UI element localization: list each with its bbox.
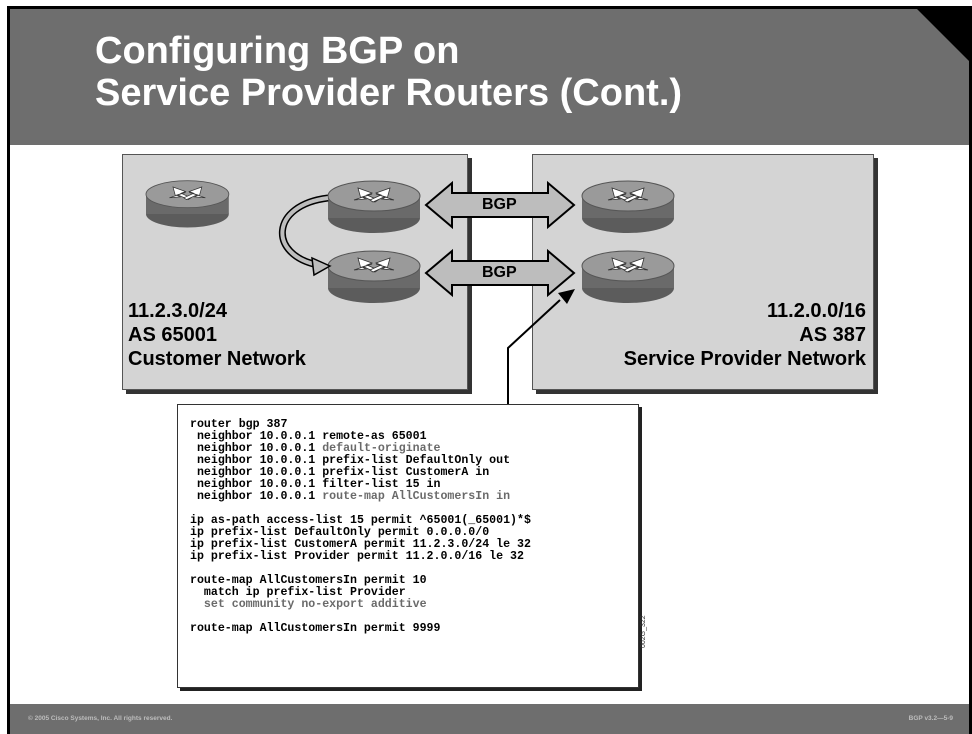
- router-customer-lower-icon: [327, 250, 421, 304]
- config-line-text: neighbor 10.0.0.1: [190, 442, 323, 455]
- footer-bar: © 2005 Cisco Systems, Inc. All rights re…: [10, 704, 969, 734]
- slide-border-right: [969, 6, 972, 734]
- config-line-text: neighbor 10.0.0.1 prefix-list CustomerA …: [190, 466, 490, 479]
- config-line: route-map AllCustomersIn permit 9999: [190, 623, 531, 635]
- config-code: router bgp 387 neighbor 10.0.0.1 remote-…: [190, 419, 531, 635]
- config-line-highlight: route-map AllCustomersIn in: [322, 490, 511, 503]
- title-corner-decoration: [917, 9, 969, 61]
- config-line: neighbor 10.0.0.1 filter-list 15 in: [190, 479, 531, 491]
- slide-border-left: [7, 6, 10, 734]
- bgp-upper-label: BGP: [482, 196, 517, 213]
- router-customer-upper-icon: [327, 180, 421, 234]
- bgp-upper-arrow: [424, 180, 576, 230]
- config-line-text: ip prefix-list DefaultOnly permit 0.0.0.…: [190, 526, 490, 539]
- customer-network-name: Customer Network: [128, 348, 306, 370]
- bgp-lower-label: BGP: [482, 264, 517, 281]
- config-line: set community no-export additive: [190, 599, 531, 611]
- config-line-highlight: default-originate: [322, 442, 441, 455]
- figure-id: 002G_322: [640, 615, 647, 648]
- config-line: ip prefix-list Provider permit 11.2.0.0/…: [190, 551, 531, 563]
- config-line: neighbor 10.0.0.1 prefix-list DefaultOnl…: [190, 455, 531, 467]
- config-line: route-map AllCustomersIn permit 10: [190, 575, 531, 587]
- customer-as: AS 65001: [128, 324, 217, 346]
- config-line-text: neighbor 10.0.0.1 prefix-list DefaultOnl…: [190, 454, 511, 467]
- config-line-text: set community no-export additive: [190, 598, 427, 611]
- config-line: neighbor 10.0.0.1 prefix-list CustomerA …: [190, 467, 531, 479]
- customer-prefix: 11.2.3.0/24: [128, 300, 227, 322]
- config-line: neighbor 10.0.0.1 remote-as 65001: [190, 431, 531, 443]
- config-line-text: route-map AllCustomersIn permit 10: [190, 574, 427, 587]
- config-line-text: route-map AllCustomersIn permit 9999: [190, 622, 441, 635]
- router-provider-lower-icon: [581, 250, 675, 304]
- provider-network-name: Service Provider Network: [623, 348, 866, 370]
- provider-as: AS 387: [799, 324, 866, 346]
- slide-title-line-2: Service Provider Routers (Cont.): [95, 72, 683, 114]
- footer-copyright: © 2005 Cisco Systems, Inc. All rights re…: [28, 715, 173, 722]
- provider-prefix: 11.2.0.0/16: [767, 300, 866, 322]
- config-line: ip as-path access-list 15 permit ^65001(…: [190, 515, 531, 527]
- customer-internal-curved-arrow: [278, 194, 329, 269]
- config-line: router bgp 387: [190, 419, 531, 431]
- config-box: router bgp 387 neighbor 10.0.0.1 remote-…: [177, 404, 639, 688]
- config-line: match ip prefix-list Provider: [190, 587, 531, 599]
- router-customer-isolated-icon: [145, 180, 230, 228]
- slide-border-top: [7, 6, 972, 9]
- config-line: ip prefix-list DefaultOnly permit 0.0.0.…: [190, 527, 531, 539]
- bgp-lower-arrow: [424, 248, 576, 298]
- config-line-text: ip prefix-list Provider permit 11.2.0.0/…: [190, 550, 524, 563]
- router-provider-upper-icon: [581, 180, 675, 234]
- config-line-text: match ip prefix-list Provider: [190, 586, 406, 599]
- slide-title: Configuring BGP on Service Provider Rout…: [95, 30, 682, 114]
- config-line-text: neighbor 10.0.0.1 remote-as 65001: [190, 430, 427, 443]
- config-line-text: ip as-path access-list 15 permit ^65001(…: [190, 514, 531, 527]
- footer-course: BGP v3.2—5-9: [908, 715, 953, 722]
- config-line-text: router bgp 387: [190, 418, 288, 431]
- config-line: neighbor 10.0.0.1 route-map AllCustomers…: [190, 491, 531, 503]
- config-line-text: neighbor 10.0.0.1 filter-list 15 in: [190, 478, 441, 491]
- config-line-text: ip prefix-list CustomerA permit 11.2.3.0…: [190, 538, 531, 551]
- config-pointer-line: [507, 299, 561, 404]
- title-bar: [10, 9, 969, 145]
- config-line-text: neighbor 10.0.0.1: [190, 490, 323, 503]
- config-line: neighbor 10.0.0.1 default-originate: [190, 443, 531, 455]
- config-line: ip prefix-list CustomerA permit 11.2.3.0…: [190, 539, 531, 551]
- slide-title-line-1: Configuring BGP on: [95, 30, 460, 72]
